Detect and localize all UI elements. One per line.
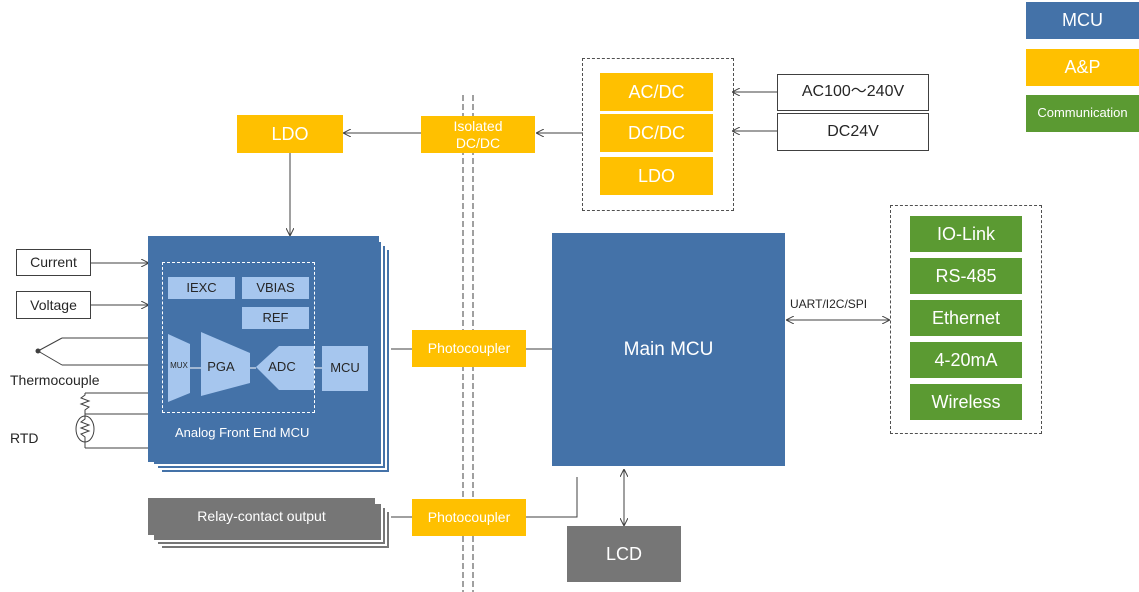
- comm-io-link: IO-Link: [909, 215, 1023, 253]
- photocoupler-relay: Photocoupler: [412, 499, 526, 536]
- afe-inner-mcu-block: MCU: [322, 346, 368, 391]
- voltage-input-box: Voltage: [16, 291, 91, 319]
- photocoupler-afe: Photocoupler: [412, 330, 526, 367]
- rtd-label: RTD: [10, 430, 39, 446]
- main-mcu-block: Main MCU: [552, 233, 785, 466]
- ref-block: REF: [242, 307, 309, 329]
- comm-wireless: Wireless: [909, 383, 1023, 421]
- relay-output-block: Relay-contact output: [148, 498, 375, 535]
- adc-label: ADC: [268, 359, 296, 374]
- legend-ap: A&P: [1026, 49, 1139, 86]
- afe-title: Analog Front End MCU: [175, 425, 310, 440]
- dc-input-box: DC24V: [777, 113, 929, 151]
- iexc-block: IEXC: [168, 277, 235, 299]
- mux-label: MUX: [170, 361, 188, 370]
- lcd-block: LCD: [567, 526, 681, 582]
- isolated-dcdc-block: Isolated DC/DC: [421, 116, 535, 153]
- vbias-block: VBIAS: [242, 277, 309, 299]
- current-input-box: Current: [16, 249, 91, 276]
- thermocouple-label: Thermocouple: [10, 372, 100, 388]
- ac-input-box: AC100～240V: [777, 74, 929, 111]
- ldo-afe-block: LDO: [237, 115, 343, 153]
- dcdc-block: DC/DC: [600, 114, 713, 152]
- comm-ethernet: Ethernet: [909, 299, 1023, 337]
- ldo-block: LDO: [600, 157, 713, 195]
- comm-rs485: RS-485: [909, 257, 1023, 295]
- pga-label: PGA: [207, 359, 235, 374]
- power-supply-group: [582, 58, 734, 211]
- legend-mcu: MCU: [1026, 2, 1139, 39]
- legend-communication: Communication: [1026, 95, 1139, 132]
- acdc-block: AC/DC: [600, 73, 713, 111]
- uart-bus-label: UART/I2C/SPI: [790, 297, 868, 311]
- comm-4-20ma: 4-20mA: [909, 341, 1023, 379]
- communication-group: [890, 205, 1042, 434]
- afe-inner-group: [162, 262, 315, 413]
